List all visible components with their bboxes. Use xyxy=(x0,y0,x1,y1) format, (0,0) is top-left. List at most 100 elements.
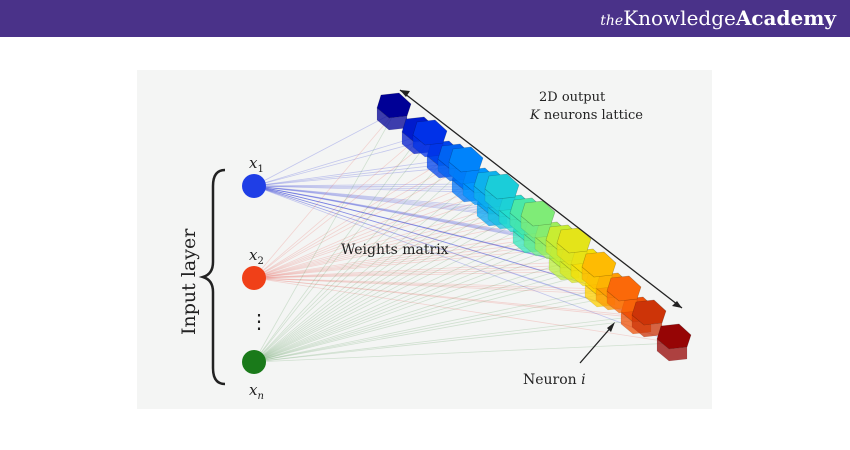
weight-line xyxy=(253,277,640,317)
weight-line xyxy=(253,243,565,363)
weight-line xyxy=(253,342,676,363)
weight-line xyxy=(253,185,615,293)
weight-line xyxy=(253,219,540,363)
weight-line xyxy=(253,240,554,363)
brand-suffix: Academy xyxy=(735,6,836,30)
weight-line xyxy=(253,207,496,279)
weight-line xyxy=(253,246,576,363)
weight-line xyxy=(253,270,601,279)
weight-line xyxy=(253,234,532,363)
weight-line xyxy=(253,270,601,363)
weight-line xyxy=(253,138,432,363)
weight-line xyxy=(253,210,507,363)
weight-line xyxy=(253,185,532,236)
weight-line xyxy=(253,294,626,363)
weight-line xyxy=(253,288,604,363)
weight-line xyxy=(253,219,540,279)
neuron-lattice xyxy=(376,92,692,362)
weight-line xyxy=(253,237,543,363)
weight-line xyxy=(253,277,676,344)
weight-line xyxy=(253,185,601,272)
weight-connections xyxy=(253,111,676,363)
weight-line xyxy=(253,185,543,239)
vertical-ellipsis: ⋮ xyxy=(249,309,269,333)
weight-line xyxy=(253,135,421,279)
weight-line xyxy=(253,185,507,212)
output-label-line1: 2D output xyxy=(539,90,606,105)
weight-line xyxy=(253,185,496,209)
brand-middle: Knowledge xyxy=(623,6,736,30)
lattice-neuron xyxy=(556,227,592,266)
brand-logo[interactable]: theKnowledgeAcademy xyxy=(600,5,836,34)
weight-line xyxy=(253,185,651,320)
weight-line xyxy=(253,318,651,363)
weight-line xyxy=(253,213,518,279)
som-diagram: x1 x2 xn ⋮ Input layer Weights matrix 2D… xyxy=(137,70,712,409)
weight-line xyxy=(253,192,504,363)
weight-line xyxy=(253,165,468,363)
weight-line xyxy=(253,261,568,279)
weight-line xyxy=(253,234,532,279)
input-node-xn xyxy=(242,350,266,374)
weight-line xyxy=(253,159,446,187)
header-bar: theKnowledgeAcademy xyxy=(0,0,850,37)
weight-line xyxy=(253,159,446,279)
weight-line xyxy=(253,135,421,363)
lattice-neuron xyxy=(376,92,412,131)
lattice-neuron xyxy=(448,146,484,185)
diagram-canvas: x1 x2 xn ⋮ Input layer Weights matrix 2D… xyxy=(178,89,692,402)
lattice-neuron xyxy=(520,200,556,239)
neuron-pointer-arrow xyxy=(579,322,615,364)
weight-line xyxy=(253,183,471,279)
weight-line xyxy=(253,246,576,279)
weight-line xyxy=(253,138,432,279)
weight-line xyxy=(253,135,421,187)
weights-matrix-label: Weights matrix xyxy=(341,242,449,258)
output-label-line2: K neurons lattice xyxy=(529,108,643,123)
weight-line xyxy=(253,186,482,363)
weight-line xyxy=(253,162,457,187)
weight-line xyxy=(253,277,626,296)
weight-line xyxy=(253,183,471,363)
weight-line xyxy=(253,213,518,363)
weight-line xyxy=(253,267,590,279)
weight-line xyxy=(253,159,446,363)
input-label-x2: x2 xyxy=(249,246,264,267)
weight-line xyxy=(253,315,640,363)
weight-line xyxy=(253,185,518,215)
weight-line xyxy=(253,243,565,279)
weight-line xyxy=(253,210,507,279)
weight-line xyxy=(253,264,579,279)
brand-prefix: the xyxy=(600,13,624,29)
weight-line xyxy=(253,162,457,279)
weight-line xyxy=(253,185,482,188)
weight-line xyxy=(253,185,676,344)
weight-line xyxy=(253,111,396,363)
weight-line xyxy=(253,138,432,187)
weight-line xyxy=(253,185,554,242)
input-node-x1 xyxy=(242,174,266,198)
weight-line xyxy=(253,186,482,279)
weight-line xyxy=(253,237,543,279)
input-label-x1: x1 xyxy=(249,154,264,175)
weight-line xyxy=(253,277,615,293)
weight-line xyxy=(253,165,468,279)
weight-line xyxy=(253,216,529,279)
input-layer-label: Input layer xyxy=(178,228,200,335)
weight-line xyxy=(253,183,471,187)
weight-line xyxy=(253,291,615,363)
weight-line xyxy=(253,185,604,290)
weight-line xyxy=(253,111,396,187)
weight-line xyxy=(253,189,493,279)
lattice-neuron xyxy=(656,323,692,362)
weight-line xyxy=(253,267,590,363)
lattice-neuron xyxy=(606,275,642,314)
neuron-i-label: Neuron i xyxy=(523,372,586,388)
weight-line xyxy=(253,192,504,279)
weight-line xyxy=(253,162,457,363)
weight-line xyxy=(253,240,554,279)
lattice-neuron xyxy=(412,119,448,158)
weight-line xyxy=(253,111,396,279)
weight-line xyxy=(253,185,590,269)
input-node-x2 xyxy=(242,266,266,290)
